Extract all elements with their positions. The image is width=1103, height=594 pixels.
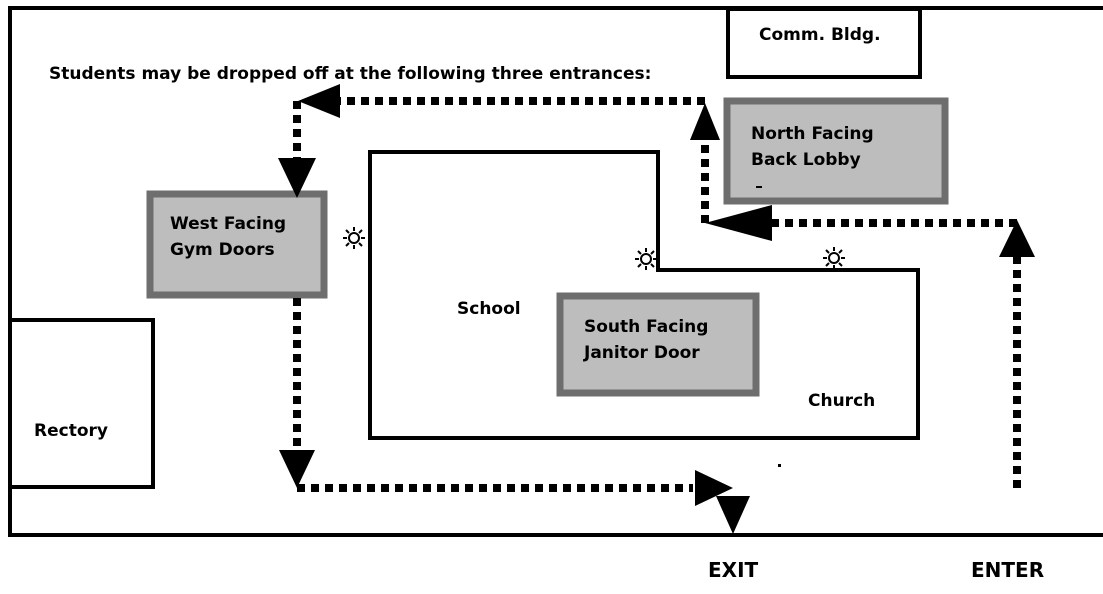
stray-mark [778,464,781,467]
arrow-top-west [298,84,340,118]
arrow-to-gym [278,158,316,198]
comm-building-label: Comm. Bldg. [759,25,881,45]
west-entrance-line1: West Facing [170,214,287,234]
door-marker-church [823,247,845,269]
arrow-gym-down [279,450,315,488]
enter-label: ENTER [971,558,1045,582]
stray-mark [756,186,762,188]
church-label: Church [808,391,876,411]
south-entrance-line1: South Facing [584,317,709,337]
south-entrance-label: South Facing Janitor Door [584,314,708,367]
rectory-building [8,318,155,489]
rectory-label: Rectory [34,421,108,441]
west-entrance-label: West Facing Gym Doors [170,211,286,264]
route-arrowheads [278,84,1035,534]
notice-text: Students may be dropped off at the follo… [49,64,652,84]
route-lines [293,97,1021,492]
arrow-enter-up [999,220,1035,257]
south-entrance-line2: Janitor Door [584,343,700,364]
door-markers [343,227,845,270]
south-entrance-box [556,292,760,397]
west-entrance-line2: Gym Doors [170,240,275,261]
arrow-north-up [690,103,720,140]
door-marker-south [635,248,657,270]
exit-label: EXIT [708,558,759,582]
north-entrance-line1: North Facing [751,124,874,144]
comm-building [726,7,922,79]
north-entrance-box [723,97,949,205]
school-label: School [457,299,521,319]
arrow-exit-down [716,496,750,534]
north-entrance-label: North Facing Back Lobby [751,121,874,174]
west-entrance-box [146,190,328,299]
door-marker-west [343,227,365,249]
arrow-to-north [705,205,772,241]
lot-boundary [8,6,1103,537]
north-entrance-line2: Back Lobby [751,150,861,171]
arrow-to-exit [695,470,733,506]
